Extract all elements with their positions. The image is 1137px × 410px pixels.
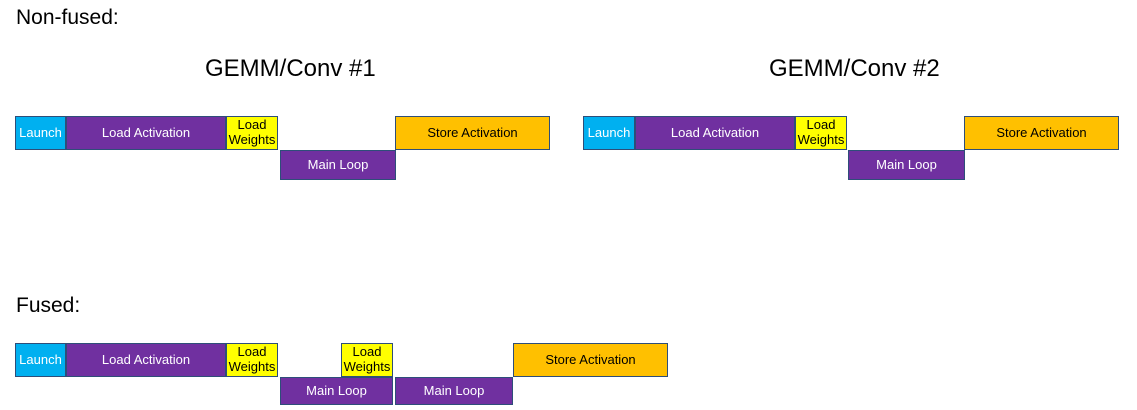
block-store-activation: Store Activation: [395, 116, 550, 150]
group-title-gemm-conv-2: GEMM/Conv #2: [769, 55, 940, 82]
block-store-activation: Store Activation: [964, 116, 1119, 150]
section-label-fused: Fused:: [16, 294, 81, 317]
block-main-loop: Main Loop: [280, 150, 396, 180]
block-launch: Launch: [15, 116, 66, 150]
block-main-loop: Main Loop: [848, 150, 965, 180]
block-launch: Launch: [583, 116, 635, 150]
block-load-weights: Load Weights: [341, 343, 393, 377]
block-launch: Launch: [15, 343, 66, 377]
block-load-weights: Load Weights: [226, 116, 278, 150]
block-load-activation: Load Activation: [66, 343, 226, 377]
block-load-activation: Load Activation: [635, 116, 795, 150]
block-load-weights: Load Weights: [795, 116, 847, 150]
block-main-loop: Main Loop: [280, 377, 393, 405]
block-store-activation: Store Activation: [513, 343, 668, 377]
block-main-loop: Main Loop: [395, 377, 513, 405]
block-load-weights: Load Weights: [226, 343, 278, 377]
block-load-activation: Load Activation: [66, 116, 226, 150]
group-title-gemm-conv-1: GEMM/Conv #1: [205, 55, 376, 82]
section-label-non-fused: Non-fused:: [16, 6, 119, 29]
